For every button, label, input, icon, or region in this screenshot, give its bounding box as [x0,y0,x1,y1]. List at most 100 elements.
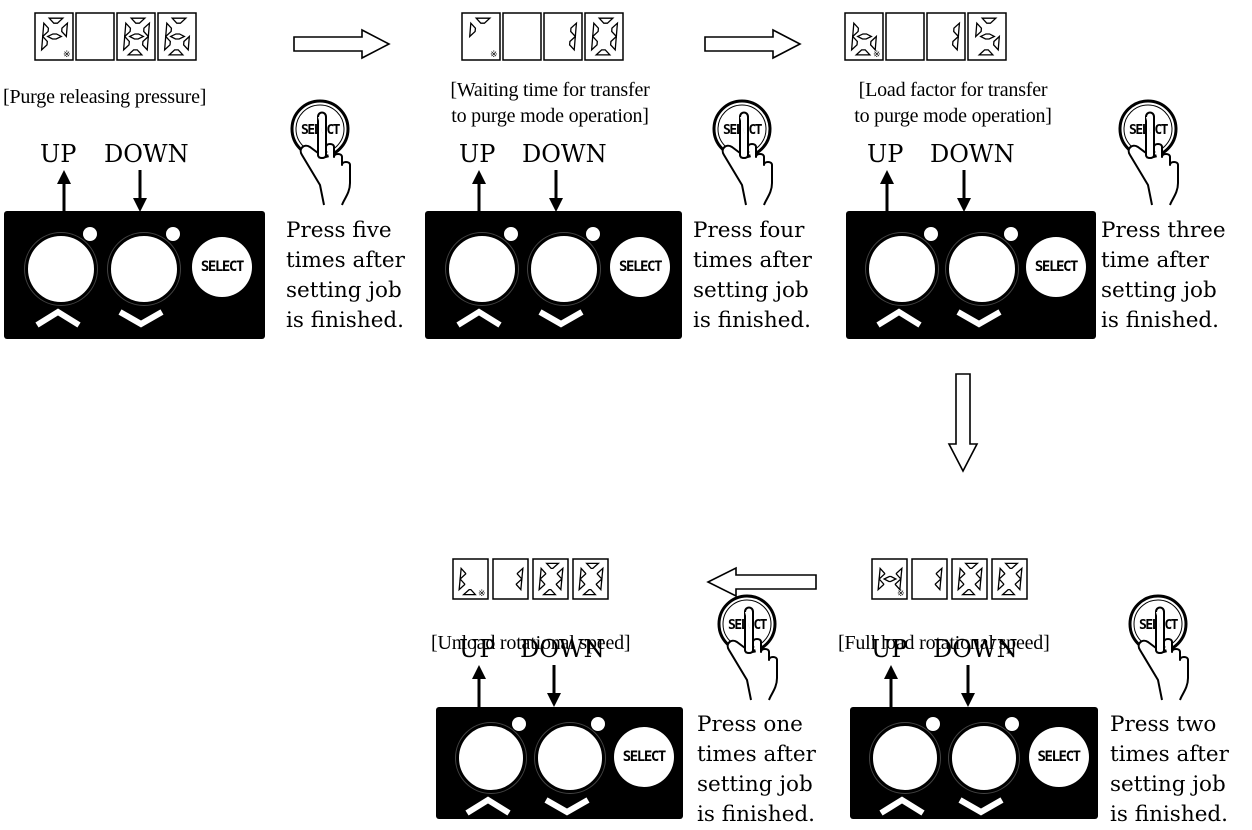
display-segment [597,17,615,24]
hand-svg: SELECT [1118,99,1179,206]
decimal-indicator: ※ [478,589,486,599]
display-segment [458,577,466,592]
down-button[interactable] [527,233,600,305]
instruction-purge-releasing-pressure: Press five times after setting job is fi… [286,216,405,336]
instruction-load-factor-transfer: Press three time after setting job is fi… [1101,216,1226,336]
display-segment [958,566,966,581]
display-segment [164,21,173,39]
select-button[interactable]: SELECT [1028,727,1089,787]
caption-unload-rotational-speed: [Unload rotational speed] [431,632,631,654]
display-segment [46,33,63,40]
display-segment [128,33,145,40]
display-segment [1015,566,1023,581]
up-button[interactable] [24,233,97,305]
display-segment [468,21,477,39]
instruction-line: setting job [1101,278,1217,303]
instruction-full-load-rotational-speed: Press two times after setting job is fin… [1110,710,1229,830]
display-segment [851,21,860,39]
display-segment [570,21,578,39]
decimal-indicator: ※ [897,589,905,599]
instruction-line: setting job [693,278,809,303]
instruction-line: times after [693,248,812,273]
display-segment [977,49,995,56]
button-panel-waiting-time-transfer: SELECT [425,211,682,339]
display-segment [960,588,976,596]
display-segment [170,17,188,24]
display-segment [869,34,878,52]
display-segment [169,33,186,40]
display-segment [541,588,557,596]
instruction-line: times after [1110,742,1229,767]
down-arrow-icon [133,170,147,212]
display-segment [474,17,492,24]
display-segment [850,34,858,52]
display-segment [594,49,612,56]
select-button[interactable]: SELECT [1026,237,1086,297]
instruction-line: times after [697,742,816,767]
select-button[interactable]: SELECT [610,237,671,297]
indicator-led [511,717,526,731]
hand-svg: SELECT [717,594,778,701]
display-segment [974,21,983,39]
up-arrow-icon [884,665,898,707]
display-segment [998,566,1006,581]
display-segment [61,21,69,39]
chevron-down-icon [956,309,1002,328]
instruction-line: Press two [1110,712,1217,737]
display-waiting-time-transfer: ※ [461,12,624,61]
hand-svg: SELECT [1128,594,1189,701]
display-segment [585,562,601,570]
down-arrow-icon [549,170,563,212]
chevron-down-icon [118,309,164,328]
display-segment [123,21,132,39]
display-segment [1014,577,1022,592]
hand-press-select-icon: SELECT [1128,590,1212,706]
display-segment [126,49,144,56]
down-button[interactable] [946,233,1018,305]
indicator-led [924,227,938,241]
instruction-line: setting job [286,278,402,303]
hand-svg: SELECT [290,99,351,206]
down-arrow-icon [957,170,971,212]
down-label: DOWN [520,635,605,663]
up-arrow-icon [880,170,894,212]
display-full-load-rotational-speed: ※ [871,558,1028,600]
indicator-led [1004,227,1018,241]
instruction-unload-rotational-speed: Press one times after setting job is fin… [697,710,816,830]
display-segment [980,17,998,24]
display-segment [545,562,561,570]
down-button[interactable] [108,233,181,305]
display-segment [579,566,587,581]
up-button[interactable] [869,723,940,793]
instruction-line: is finished. [1110,802,1229,827]
select-button[interactable]: SELECT [613,727,674,787]
flow-arrow-right-icon [293,28,391,60]
down-button[interactable] [534,723,605,793]
display-segment [856,33,873,40]
caption-line: [Waiting time for transfer [450,79,650,101]
up-button[interactable] [445,233,518,305]
display-segment [975,566,983,581]
display-digit-cell [543,12,583,61]
down-label: DOWN [930,140,1015,168]
display-segment [459,566,467,581]
up-button[interactable] [866,233,938,305]
display-segment [894,577,902,592]
display-segment [964,562,980,570]
indicator-led [1005,717,1020,731]
up-label: UP [40,140,77,168]
seven-segment-display-svg: ※ [452,558,609,600]
display-segment [578,577,586,592]
display-segment [877,577,885,592]
select-button[interactable]: SELECT [191,237,252,297]
display-segment [957,577,965,592]
display-segment [953,21,961,39]
down-button[interactable] [949,723,1020,793]
display-segment [934,577,942,592]
caption-line: to purge mode operation] [854,105,1052,127]
display-segment [555,577,563,592]
display-segment [163,34,171,52]
up-button[interactable] [455,723,526,793]
display-segment [516,566,524,581]
display-segment [854,49,872,56]
